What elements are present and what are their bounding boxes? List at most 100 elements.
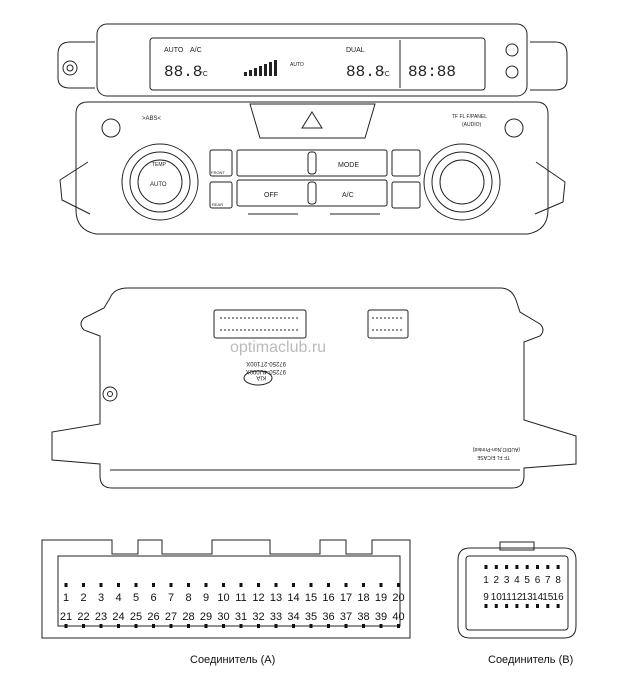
- connector-a: [41, 539, 411, 639]
- rear-defrost-button[interactable]: [209, 181, 233, 209]
- connector-b-pin-mark-1: [484, 565, 488, 569]
- connector-b-pin-mark-13: [525, 604, 529, 608]
- connector-a-pin-label-11: 11: [235, 592, 246, 604]
- connector-b-pin-mark-8: [556, 565, 560, 569]
- connector-a-pin-mark-6: [152, 583, 155, 587]
- connector-a-pin-mark-27: [169, 624, 173, 628]
- connector-a-pin-mark-1: [64, 583, 68, 587]
- connector-a-pin-mark-20: [397, 583, 400, 587]
- display-temp-unit-right: °C: [382, 70, 390, 78]
- connector-b-pin-mark-15: [546, 604, 550, 608]
- connector-b-pin-label-12: 12: [511, 592, 523, 603]
- off-button-label: OFF: [264, 192, 278, 199]
- display-clock: 88:88: [408, 63, 456, 81]
- connector-a-pin-label-20: 20: [392, 592, 404, 604]
- front-label: FRONT: [211, 170, 225, 175]
- connector-a-pin-mark-7: [169, 583, 173, 587]
- connector-b-pin-label-13: 13: [522, 592, 534, 603]
- connector-b-pin-mark-10: [494, 604, 498, 608]
- connector-a-pin-mark-11: [239, 583, 243, 587]
- connector-a-pin-label-28: 28: [182, 611, 194, 623]
- housing-outline: [51, 287, 577, 489]
- connector-a-pin-mark-26: [152, 624, 155, 628]
- hazard-button[interactable]: [249, 103, 376, 139]
- connector-a-pin-label-23: 23: [95, 611, 107, 623]
- right-mount-ear: [530, 41, 568, 91]
- right-round-button[interactable]: [504, 118, 524, 138]
- connector-b-latch: [499, 541, 535, 551]
- connector-b-pin-mark-14: [536, 604, 539, 608]
- connector-b-pin-label-11: 11: [501, 592, 512, 603]
- front-panel-labels: AUTO A/C 88.8 °C AUTO DUAL 88.8 °C 88:88…: [142, 47, 487, 207]
- connector-b-pin-label-8: 8: [555, 575, 561, 586]
- connector-a-pin-mark-36: [327, 624, 330, 628]
- connector-b-pin-mark-6: [536, 565, 539, 569]
- left-knob-ring: [121, 143, 199, 221]
- recirc-button[interactable]: [391, 149, 421, 177]
- left-round-button[interactable]: [101, 118, 121, 138]
- fan-toggle-top[interactable]: [307, 151, 317, 175]
- connector-a-pin-label-22: 22: [77, 611, 89, 623]
- part-no-2: 97250-4U000X: [246, 368, 286, 374]
- connector-a-pin-mark-40: [397, 624, 400, 628]
- fan-bargraph: [244, 60, 277, 76]
- connector-b-pin-label-15: 15: [542, 592, 554, 603]
- front-defrost-button[interactable]: [209, 149, 233, 177]
- connector-a-pin-label-3: 3: [98, 592, 104, 604]
- connector-a-pin-mark-28: [187, 624, 190, 628]
- connector-a-pin-label-13: 13: [270, 592, 282, 604]
- fresh-air-button[interactable]: [391, 181, 421, 209]
- connector-a-pin-label-2: 2: [80, 592, 86, 604]
- connector-a-pin-mark-5: [134, 583, 138, 587]
- connector-b-pin-mark-4: [515, 565, 519, 569]
- hazard-icon: [301, 111, 323, 129]
- connector-a-pin-label-29: 29: [200, 611, 212, 623]
- connector-a-pin-mark-33: [274, 624, 278, 628]
- connector-a-pin-label-21: 21: [60, 611, 72, 623]
- connector-b-pin-label-10: 10: [491, 592, 503, 603]
- connector-b-pin-mark-11: [505, 604, 509, 608]
- connector-a-pin-label-5: 5: [133, 592, 139, 604]
- connector-b-pin-label-4: 4: [514, 575, 520, 586]
- connector-a-pin-mark-31: [239, 624, 243, 628]
- connector-a-pin-mark-21: [64, 624, 68, 628]
- right-screw-top: [505, 43, 519, 57]
- connector-b-pin-label-1: 1: [483, 575, 489, 586]
- rear-label: REAR: [212, 202, 223, 207]
- connector-b-pin-mark-5: [525, 565, 529, 569]
- connector-b-outline: [457, 547, 577, 639]
- temp-knob-center: AUTO: [150, 182, 167, 188]
- part-no-1: 97250-2T100X: [246, 360, 286, 366]
- connector-b-pin-mark-16: [556, 604, 560, 608]
- connector-a-pin-label-25: 25: [130, 611, 142, 623]
- temp-knob-right[interactable]: [431, 151, 493, 213]
- connector-a-caption: Соединитель (A): [190, 654, 276, 666]
- fan-toggle-bottom[interactable]: [307, 181, 317, 205]
- connector-b-pin-mark-9: [484, 604, 488, 608]
- temp-knob-left[interactable]: [129, 151, 191, 213]
- brand-logo: KIA: [256, 374, 266, 380]
- display-temp-left: 88.8: [164, 63, 202, 81]
- connector-a-pin-mark-8: [187, 583, 190, 587]
- connector-a-pin-label-39: 39: [375, 611, 387, 623]
- connector-b-pin-mark-7: [546, 565, 550, 569]
- connector-a-pin-label-35: 35: [305, 611, 317, 623]
- connector-a-socket: [213, 309, 307, 339]
- lcd-display: [149, 37, 486, 91]
- watermark: optimaclub.ru: [230, 339, 326, 356]
- abs-label: >ABS<: [142, 116, 162, 122]
- connector-a-pin-label-10: 10: [217, 592, 229, 604]
- display-temp-unit-left: °C: [200, 70, 208, 78]
- connector-b-pin-mark-2: [494, 565, 498, 569]
- right-screw-bottom: [505, 65, 519, 79]
- connector-a-pin-mark-13: [274, 583, 278, 587]
- display-temp-right: 88.8: [346, 63, 384, 81]
- connector-a-pin-label-16: 16: [322, 592, 334, 604]
- connector-b-socket: [367, 309, 409, 339]
- mode-button-label: MODE: [338, 162, 359, 169]
- panel-note-2: (AUDIO): [462, 122, 482, 128]
- connector-a-pin-label-26: 26: [147, 611, 159, 623]
- connector-b-pin-label-14: 14: [532, 592, 544, 603]
- connector-a-pin-label-36: 36: [322, 611, 334, 623]
